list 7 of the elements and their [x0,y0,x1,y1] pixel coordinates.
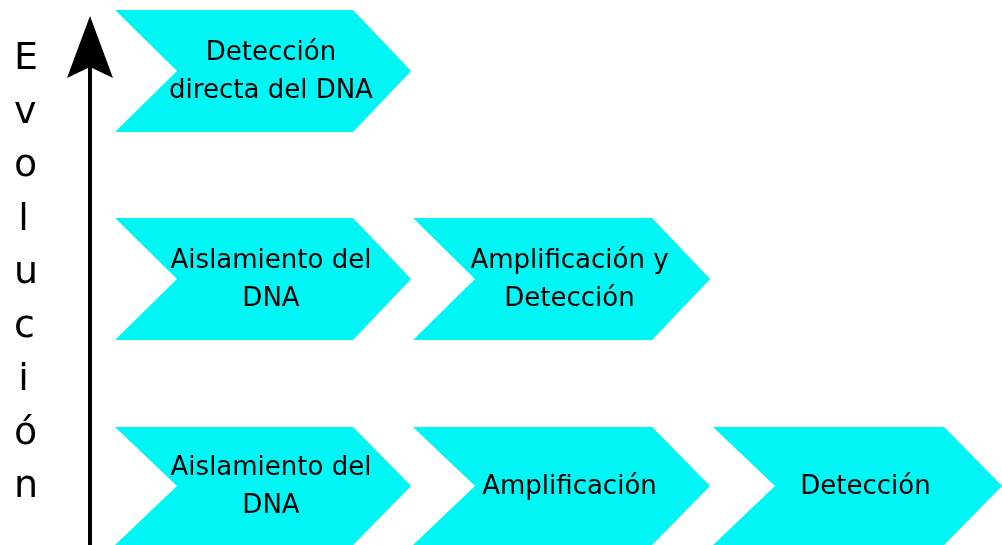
step-label: Aislamiento del DNA [169,243,373,314]
step-label: Aislamiento del DNA [169,450,373,521]
step-label: Amplificación [482,469,657,503]
step-label: Detección [800,469,931,503]
axis-label: Evolución [14,33,52,508]
step-label: Detección directa del DNA [168,35,374,106]
step-label: Amplificación y Detección [469,243,670,314]
